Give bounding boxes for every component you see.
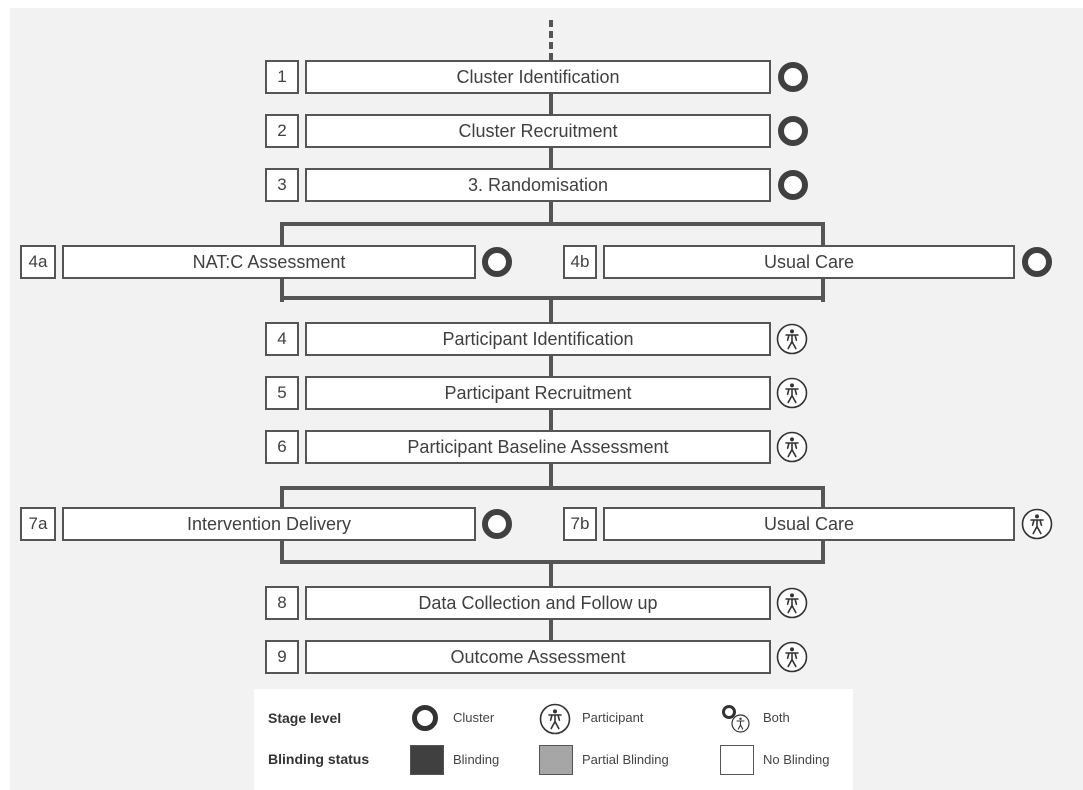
stage-number: 6	[265, 430, 299, 464]
stage-box-data-collection: Data Collection and Follow up	[305, 586, 771, 620]
participant-icon	[776, 431, 808, 463]
connector-4-5	[549, 356, 553, 376]
cluster-icon	[482, 509, 512, 539]
legend-cluster-text: Cluster	[453, 710, 495, 725]
stage-box-usual-care-4b: Usual Care	[603, 245, 1015, 279]
stage-box-intervention-delivery: Intervention Delivery	[62, 507, 476, 541]
stage-box-outcome-assessment: Outcome Assessment	[305, 640, 771, 674]
participant-icon	[776, 323, 808, 355]
stage-box-natc-assessment: NAT:C Assessment	[62, 245, 476, 279]
participant-icon	[776, 377, 808, 409]
legend-blinding-status-label: Blinding status	[268, 751, 370, 767]
stage-box-participant-recruitment: Participant Recruitment	[305, 376, 771, 410]
participant-icon	[776, 641, 808, 673]
participant-icon	[539, 703, 571, 735]
split-bar-7	[280, 486, 825, 490]
connector-8-9	[549, 620, 553, 640]
stage-box-usual-care-7b: Usual Care	[603, 507, 1015, 541]
top-dash-4	[549, 53, 553, 60]
connector-1-2	[549, 94, 553, 114]
stage-number: 8	[265, 586, 299, 620]
connector-3-split	[549, 202, 553, 224]
stage-number: 7b	[563, 507, 597, 541]
stage-number: 4a	[20, 245, 56, 279]
legend-no-blinding-text: No Blinding	[763, 752, 830, 767]
stage-number: 2	[265, 114, 299, 148]
legend-stage-level-label: Stage level	[268, 710, 342, 726]
legend-both-text: Both	[763, 710, 790, 725]
cluster-icon	[778, 170, 808, 200]
stage-number: 7a	[20, 507, 56, 541]
top-dash-1	[549, 20, 553, 27]
both-icon	[722, 705, 750, 733]
cluster-icon	[1022, 247, 1052, 277]
stage-number: 4	[265, 322, 299, 356]
legend-blinding-text: Blinding	[453, 752, 500, 767]
top-dash-3	[549, 42, 553, 49]
stage-number: 9	[265, 640, 299, 674]
connector-5-6	[549, 410, 553, 430]
connector-merge-7	[549, 560, 553, 586]
top-dash-2	[549, 31, 553, 38]
stage-box-cluster-identification: Cluster Identification	[305, 60, 771, 94]
cluster-icon	[412, 705, 438, 731]
legend-participant-text: Participant	[582, 710, 644, 725]
connector-2-3	[549, 148, 553, 168]
stage-box-cluster-recruitment: Cluster Recruitment	[305, 114, 771, 148]
no-blinding-swatch	[720, 745, 754, 775]
cluster-icon	[778, 62, 808, 92]
cluster-icon	[482, 247, 512, 277]
partial-blinding-swatch	[539, 745, 573, 775]
cluster-icon	[778, 116, 808, 146]
stage-number: 5	[265, 376, 299, 410]
stage-number: 1	[265, 60, 299, 94]
stage-box-participant-identification: Participant Identification	[305, 322, 771, 356]
connector-merge-4	[549, 296, 553, 322]
participant-icon	[776, 587, 808, 619]
stage-number: 4b	[563, 245, 597, 279]
split-bar-4	[280, 222, 825, 226]
legend: Stage level Cluster Participant Both Bli…	[254, 689, 853, 790]
connector-6-split	[549, 464, 553, 488]
participant-icon	[1021, 508, 1053, 540]
stage-box-participant-baseline-assessment: Participant Baseline Assessment	[305, 430, 771, 464]
blinding-swatch	[410, 745, 444, 775]
stage-number: 3	[265, 168, 299, 202]
legend-partial-blinding-text: Partial Blinding	[582, 752, 669, 767]
stage-box-randomisation: 3. Randomisation	[305, 168, 771, 202]
